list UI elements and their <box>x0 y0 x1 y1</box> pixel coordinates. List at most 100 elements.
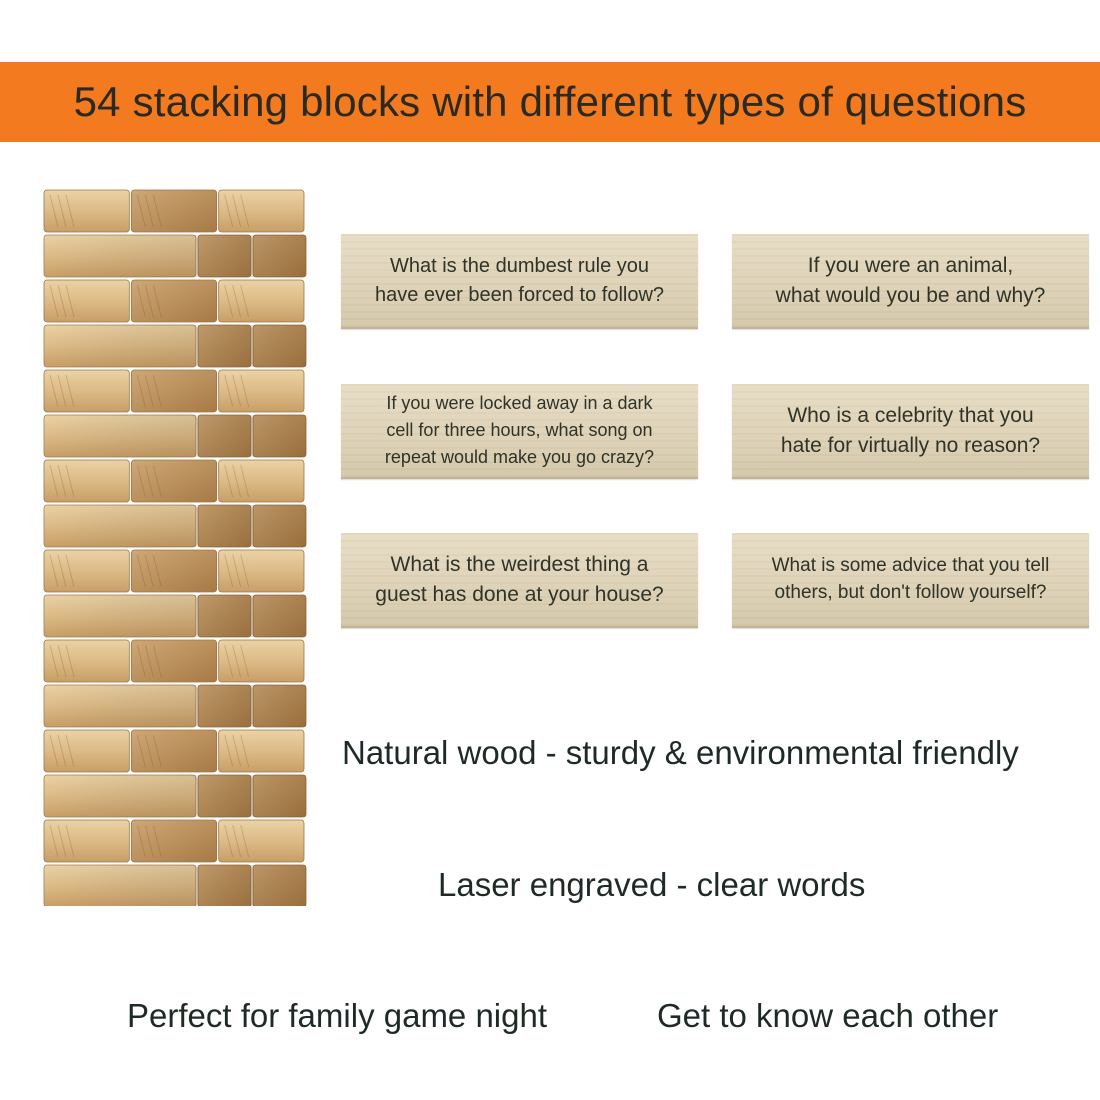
tower-shade <box>44 865 306 906</box>
wood-grain <box>144 554 154 588</box>
tower-shade <box>44 325 306 367</box>
tower-block <box>130 369 218 413</box>
feature-laser-engraved: Laser engraved - clear words <box>438 866 866 903</box>
wood-grain <box>232 644 242 678</box>
wood-grain <box>49 554 59 588</box>
wood-grain <box>224 824 234 858</box>
wood-grain <box>136 824 146 858</box>
wood-grain <box>232 374 242 408</box>
wood-grain <box>144 194 154 228</box>
question-block-5-line-2: guest has done at your house? <box>375 582 664 606</box>
wood-grain <box>224 554 234 588</box>
wood-grain <box>136 554 146 588</box>
wood-grain <box>232 734 242 768</box>
wood-grain <box>57 194 67 228</box>
wood-grain <box>136 644 146 678</box>
feature-natural-wood: Natural wood - sturdy & environmental fr… <box>342 734 1019 771</box>
question-block-3-line-2: cell for three hours, what song on <box>386 420 653 440</box>
wood-grain <box>57 644 67 678</box>
tower-shade <box>44 685 306 727</box>
wood-grain <box>152 464 162 498</box>
tower-block <box>130 729 218 773</box>
tower-block <box>43 639 130 683</box>
wood-grain <box>65 464 75 498</box>
question-block-5-line-1: What is the weirdest thing a <box>390 552 649 576</box>
tower-block <box>218 639 305 683</box>
wood-grain <box>240 644 250 678</box>
wood-grain <box>49 284 59 318</box>
wood-grain <box>232 554 242 588</box>
tower-block <box>43 369 130 413</box>
wood-grain <box>144 824 154 858</box>
wooden-block-tower-image <box>43 189 307 906</box>
wood-grain <box>240 194 250 228</box>
wood-grain <box>49 374 59 408</box>
feature-family-game-night: Perfect for family game night <box>127 997 548 1034</box>
wood-grain <box>136 194 146 228</box>
wood-grain <box>240 464 250 498</box>
wood-grain <box>144 644 154 678</box>
wood-grain <box>224 284 234 318</box>
tower-block <box>218 729 305 773</box>
wood-grain <box>224 644 234 678</box>
question-block-2: If you were an animal, what would you be… <box>732 234 1089 329</box>
question-block-2-line-1: If you were an animal, <box>807 253 1014 277</box>
wood-grain <box>232 464 242 498</box>
wood-grain <box>136 374 146 408</box>
tower-block <box>130 819 218 863</box>
wood-grain <box>57 554 67 588</box>
wood-grain <box>232 284 242 318</box>
wood-grain <box>144 464 154 498</box>
tower-block <box>218 459 305 503</box>
tower-block <box>218 819 305 863</box>
wood-grain <box>136 284 146 318</box>
banner-title: 54 stacking blocks with different types … <box>73 78 1027 125</box>
wood-grain <box>144 284 154 318</box>
wood-grain <box>232 824 242 858</box>
wood-grain <box>144 734 154 768</box>
wood-grain <box>57 824 67 858</box>
tower-block <box>130 189 218 233</box>
tower-block <box>130 279 218 323</box>
question-block-4: Who is a celebrity that you hate for vir… <box>732 384 1089 479</box>
tower-shade <box>44 595 306 637</box>
question-block-3: If you were locked away in a dark cell f… <box>341 384 698 479</box>
question-block-1-line-2: have ever been forced to follow? <box>374 283 665 306</box>
wood-grain <box>65 374 75 408</box>
wood-grain <box>49 644 59 678</box>
wood-grain <box>224 734 234 768</box>
question-block-1: What is the dumbest rule you have ever b… <box>341 234 698 329</box>
tower-block <box>43 549 130 593</box>
wood-grain <box>57 374 67 408</box>
wood-grain <box>57 464 67 498</box>
wood-grain <box>136 464 146 498</box>
wood-grain <box>240 554 250 588</box>
tower-block <box>218 369 305 413</box>
question-block-6-line-1: What is some advice that you tell <box>771 554 1050 576</box>
wood-grain <box>152 644 162 678</box>
tower-shade <box>44 415 306 457</box>
question-block-4-line-1: Who is a celebrity that you <box>787 403 1034 427</box>
wood-grain <box>57 734 67 768</box>
wood-grain <box>49 194 59 228</box>
wood-grain <box>152 374 162 408</box>
header-banner: 54 stacking blocks with different types … <box>0 62 1100 142</box>
tower-shade <box>44 775 306 817</box>
wood-grain <box>65 554 75 588</box>
wood-grain <box>240 824 250 858</box>
tower-block <box>130 459 218 503</box>
wood-grain <box>152 554 162 588</box>
question-block-4-line-2: hate for virtually no reason? <box>780 433 1041 457</box>
tower-block <box>43 459 130 503</box>
question-block-3-line-3: repeat would make you go crazy? <box>384 447 655 467</box>
tower-block <box>130 549 218 593</box>
wood-grain <box>65 284 75 318</box>
wood-grain <box>240 374 250 408</box>
wood-grain <box>152 734 162 768</box>
wood-grain <box>240 284 250 318</box>
tower-block <box>43 729 130 773</box>
wood-grain <box>232 194 242 228</box>
tower-block <box>130 639 218 683</box>
wood-grain <box>65 824 75 858</box>
tower-shade <box>44 505 306 547</box>
